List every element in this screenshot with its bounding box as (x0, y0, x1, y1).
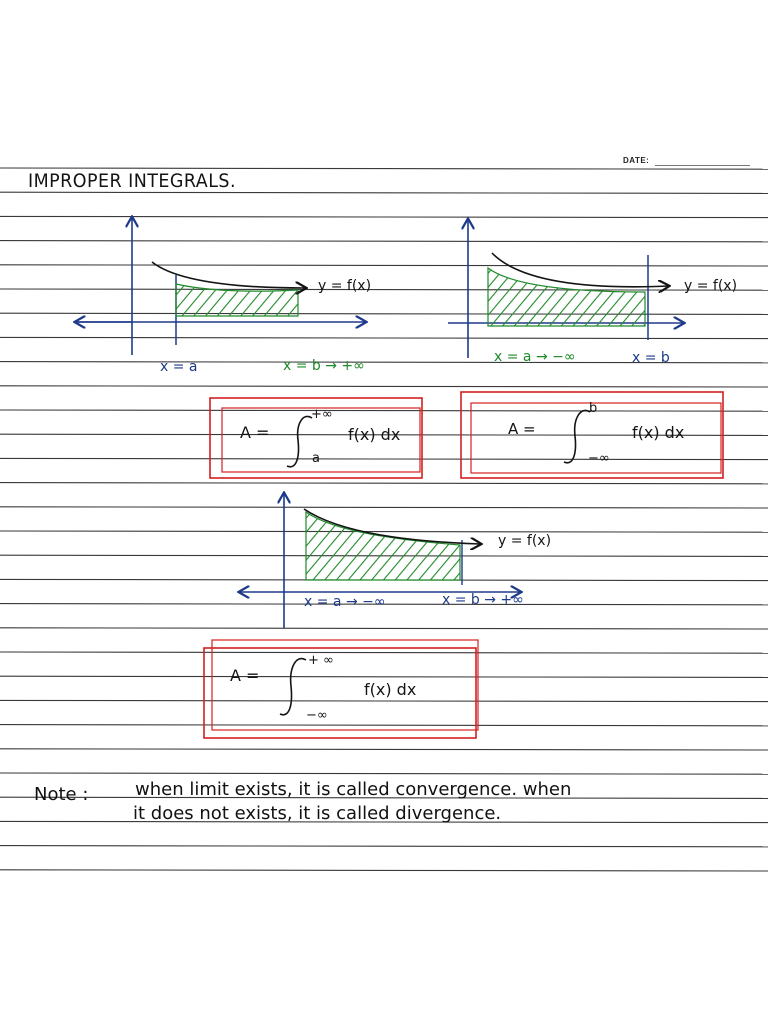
ruled-line (0, 748, 768, 751)
graph-1-curve-label: y = f(x) (318, 278, 371, 294)
graph-2-lower-label: x = a → −∞ (494, 349, 576, 365)
formula-2-integral-sign (563, 409, 591, 464)
graph-1-curve (151, 261, 305, 288)
ruled-line (0, 699, 768, 703)
ruled-line (0, 482, 768, 485)
ruled-line (0, 772, 768, 775)
formula-3-integrand: f(x) dx (364, 680, 416, 699)
formula-3-lower-limit: −∞ (306, 708, 328, 723)
ruled-line (0, 191, 768, 194)
ruled-line (0, 796, 768, 799)
note-line-2: it does not exists, it is called diverge… (133, 803, 502, 824)
formula-1-box: A = +∞ a f(x) dx (209, 397, 423, 479)
ruled-line (0, 627, 768, 630)
graph-1-shaded-area (175, 283, 299, 317)
formula-1-lower-limit: a (312, 451, 320, 466)
ruled-line (0, 845, 768, 848)
date-line (655, 165, 750, 166)
formula-2-integrand: f(x) dx (632, 423, 684, 442)
graph-2-shaded-area (487, 266, 646, 327)
page-title: IMPROPER INTEGRALS. (28, 170, 237, 192)
ruled-line (0, 336, 768, 340)
ruled-line (0, 264, 768, 267)
formula-1-integral-sign (286, 415, 313, 468)
graph-2-curve (491, 252, 668, 287)
graph-1-lower-label: x = a (160, 359, 198, 375)
ruled-line (0, 240, 768, 243)
ruled-line (0, 361, 768, 364)
ruled-line (0, 603, 768, 606)
ruled-line (0, 409, 768, 412)
note-line-1: when limit exists, it is called converge… (135, 779, 572, 800)
formula-2-box: A = b −∞ f(x) dx (460, 391, 724, 479)
note-label: Note : (34, 784, 89, 805)
formula-2-upper-limit: b (589, 401, 597, 416)
ruled-line (0, 433, 768, 436)
ruled-line (0, 167, 768, 170)
graph-3-curve (303, 508, 480, 544)
ruled-line (0, 215, 768, 219)
formula-3-lhs: A = (230, 666, 259, 685)
graph-3-upper-label: x = b → +∞ (442, 592, 524, 608)
graph-2-upper-label: x = b (632, 350, 670, 366)
formula-3-integral-sign (279, 657, 307, 716)
formula-3-upper-limit: + ∞ (308, 653, 334, 668)
ruled-line (0, 530, 768, 533)
ruled-line (0, 820, 768, 824)
ruled-lines (0, 167, 768, 872)
graph-3-lower-label: x = a → −∞ (304, 594, 386, 610)
ruled-line (0, 288, 768, 291)
formula-1-integrand: f(x) dx (348, 425, 400, 444)
graph-1: y = f(x) x = a x = b → +∞ (76, 218, 371, 375)
graph-2: y = f(x) x = a → −∞ x = b (448, 220, 737, 366)
ruled-line (0, 651, 768, 654)
ruled-line (0, 506, 768, 509)
ruled-line (0, 869, 768, 872)
ruled-line (0, 385, 768, 388)
formula-1-upper-limit: +∞ (311, 407, 333, 422)
graph-2-curve-label: y = f(x) (684, 278, 737, 294)
date-label: DATE: (623, 156, 650, 165)
ruled-line (0, 675, 768, 678)
ruled-line (0, 312, 768, 315)
graph-3-curve-label: y = f(x) (498, 533, 551, 549)
formula-2-lhs: A = (508, 420, 536, 438)
formula-3-box: A = + ∞ −∞ f(x) dx (203, 639, 479, 739)
ruled-line (0, 457, 768, 461)
formula-1-lhs: A = (240, 423, 269, 442)
graph-3: y = f(x) x = a → −∞ x = b → +∞ (240, 494, 551, 628)
graph-1-upper-label: x = b → +∞ (283, 358, 365, 374)
graph-3-shaded-area (305, 510, 461, 581)
ruled-line (0, 724, 768, 727)
formula-2-lower-limit: −∞ (588, 451, 610, 466)
